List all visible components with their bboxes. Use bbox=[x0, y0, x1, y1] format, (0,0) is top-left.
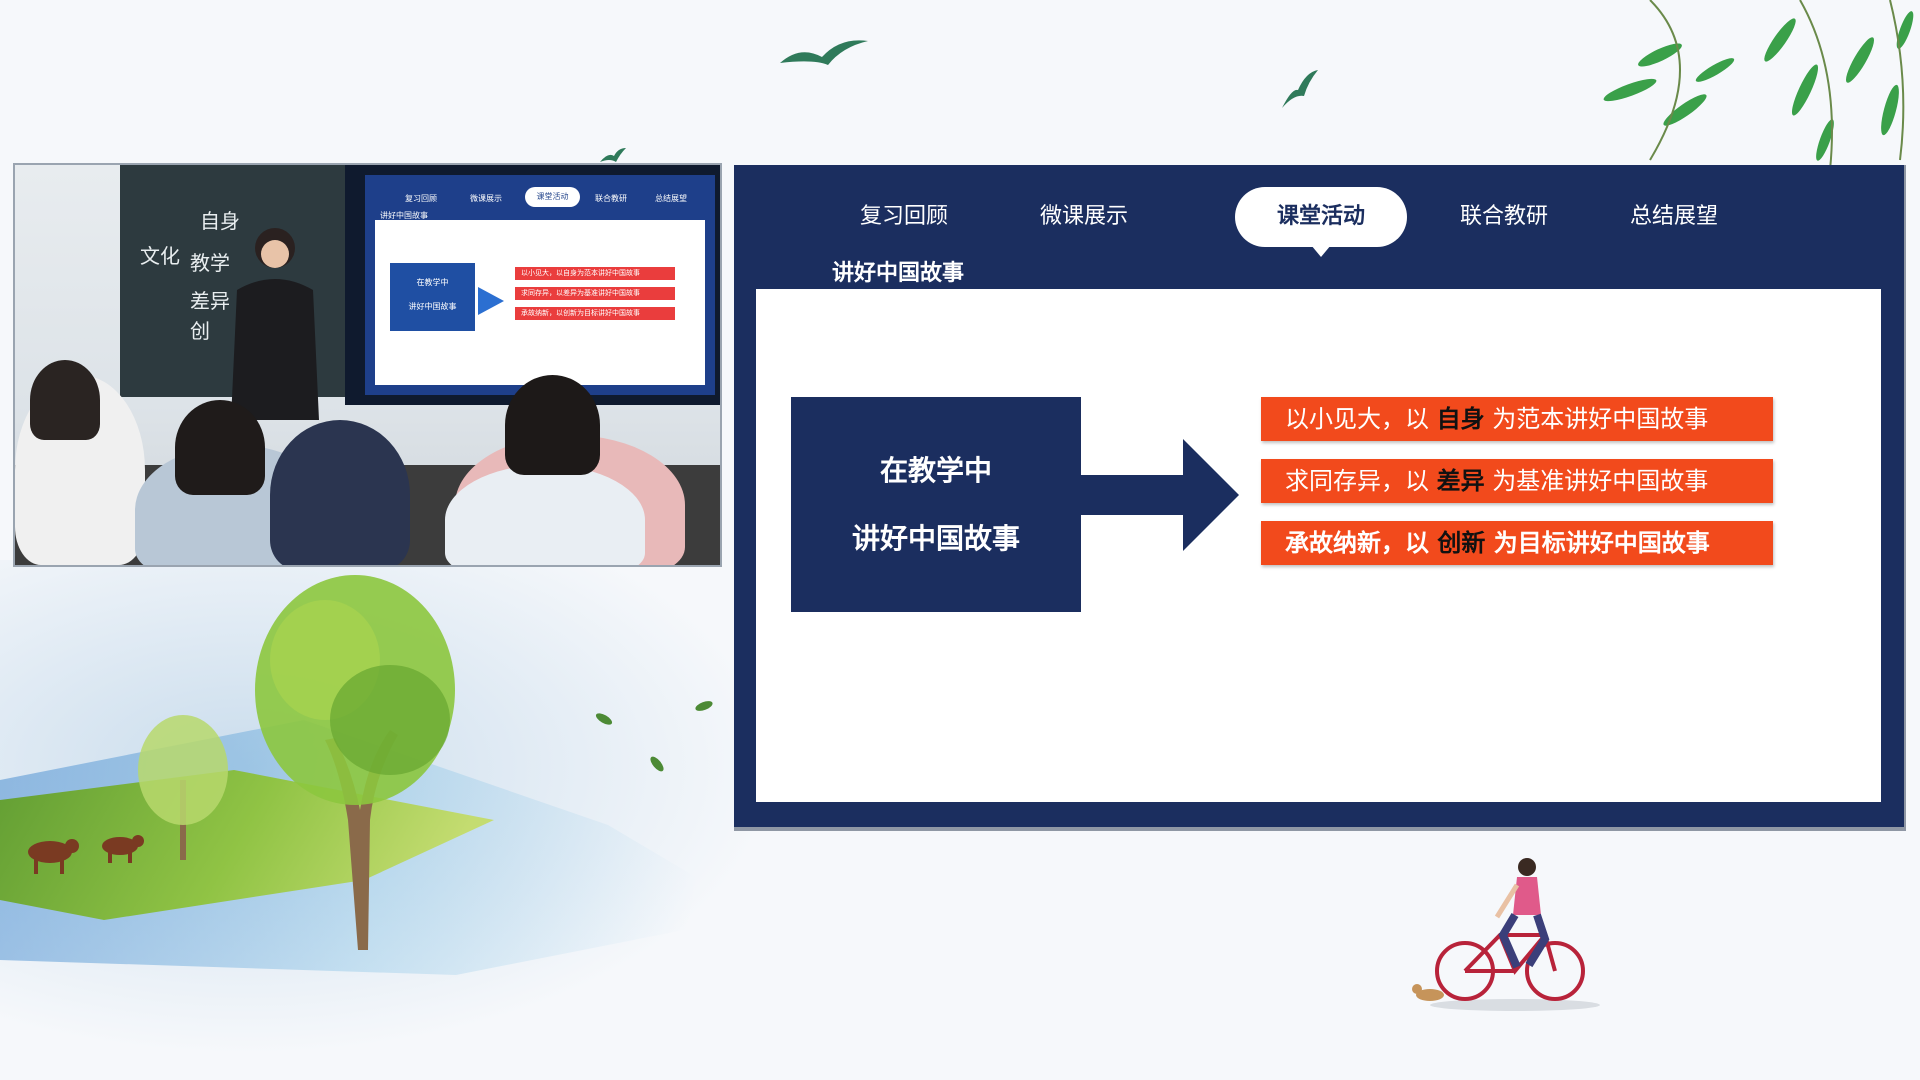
arrow-right-icon bbox=[1081, 439, 1239, 551]
teacher-figure bbox=[231, 228, 319, 420]
video-smartboard: 复习回顾 微课展示 课堂活动 联合教研 总结展望 讲好中国故事 在教学中 讲好中… bbox=[345, 165, 720, 405]
willow-branches-decoration bbox=[1603, 0, 1914, 170]
board-text: 创 bbox=[190, 319, 210, 343]
student-figure bbox=[445, 465, 645, 565]
student-figure bbox=[30, 360, 100, 440]
bird-icon bbox=[600, 148, 626, 162]
student-figure bbox=[270, 420, 410, 565]
keyword: 创新 bbox=[1437, 529, 1486, 557]
smartboard-bar: 求同存异，以差异为基准讲好中国故事 bbox=[515, 287, 675, 300]
tab-joint-research[interactable]: 联合教研 bbox=[1459, 204, 1548, 229]
concept-line: 讲好中国故事 bbox=[851, 522, 1020, 555]
bird-icon bbox=[1282, 70, 1318, 108]
board-text: 差异 bbox=[190, 289, 230, 313]
student-figure bbox=[175, 400, 265, 495]
tab-summary[interactable]: 总结展望 bbox=[1629, 204, 1718, 229]
tab-review[interactable]: 复习回顾 bbox=[859, 204, 948, 229]
concept-box: 在教学中 讲好中国故事 bbox=[791, 397, 1081, 612]
smartboard-tab: 微课展示 bbox=[470, 194, 502, 203]
smartboard-bar: 以小见大，以自身为范本讲好中国故事 bbox=[515, 267, 675, 280]
list-item: 承故纳新，以 创新 为目标讲好中国故事 bbox=[1261, 521, 1773, 565]
slide-content-area: 在教学中 讲好中国故事 以小见大，以 自身 为范本讲好中国故事 求同存异，以 差… bbox=[756, 289, 1881, 802]
list-item: 以小见大，以 自身 为范本讲好中国故事 bbox=[1261, 397, 1773, 441]
cattle-illustration bbox=[28, 835, 144, 874]
smartboard-active-tab: 课堂活动 bbox=[525, 187, 580, 207]
tab-classroom-activity[interactable]: 课堂活动 bbox=[1235, 187, 1407, 257]
smartboard-tab: 复习回顾 bbox=[405, 194, 437, 203]
classroom-video[interactable]: 自身 文化 教学 差异 创 复习回顾 微课展示 课堂活动 联合教研 总结展望 讲… bbox=[13, 163, 722, 567]
smartboard-subtitle: 讲好中国故事 bbox=[380, 211, 428, 220]
keyword: 差异 bbox=[1436, 467, 1485, 495]
tab-microcourse[interactable]: 微课展示 bbox=[1039, 204, 1128, 229]
smartboard-arrow-icon bbox=[478, 287, 504, 315]
list-item: 求同存异，以 差异 为基准讲好中国故事 bbox=[1261, 459, 1773, 503]
student-figure bbox=[505, 375, 600, 475]
board-text: 教学 bbox=[190, 251, 230, 275]
concept-line: 在教学中 bbox=[879, 454, 992, 487]
keyword: 自身 bbox=[1436, 405, 1485, 433]
smartboard-tab: 总结展望 bbox=[655, 194, 687, 203]
bird-icon bbox=[780, 40, 868, 65]
presentation-slide: 复习回顾 微课展示 课堂活动 联合教研 总结展望 讲好中国故事 在教学中 讲好中… bbox=[734, 165, 1906, 831]
cyclist-illustration bbox=[1412, 858, 1600, 1011]
smartboard-slide: 复习回顾 微课展示 课堂活动 联合教研 总结展望 讲好中国故事 在教学中 讲好中… bbox=[365, 175, 715, 395]
tree-illustration bbox=[255, 575, 455, 950]
board-text: 文化 bbox=[140, 244, 180, 268]
tree-illustration bbox=[138, 715, 228, 860]
smartboard-tab: 联合教研 bbox=[595, 194, 627, 203]
slide-subtitle: 讲好中国故事 bbox=[832, 261, 965, 286]
smartboard-bar: 承故纳新，以创新为目标讲好中国故事 bbox=[515, 307, 675, 320]
slide-nav-tabs: 复习回顾 微课展示 课堂活动 联合教研 总结展望 bbox=[829, 187, 1729, 257]
board-text: 自身 bbox=[200, 209, 240, 233]
smartboard-box: 在教学中 讲好中国故事 bbox=[390, 263, 475, 331]
